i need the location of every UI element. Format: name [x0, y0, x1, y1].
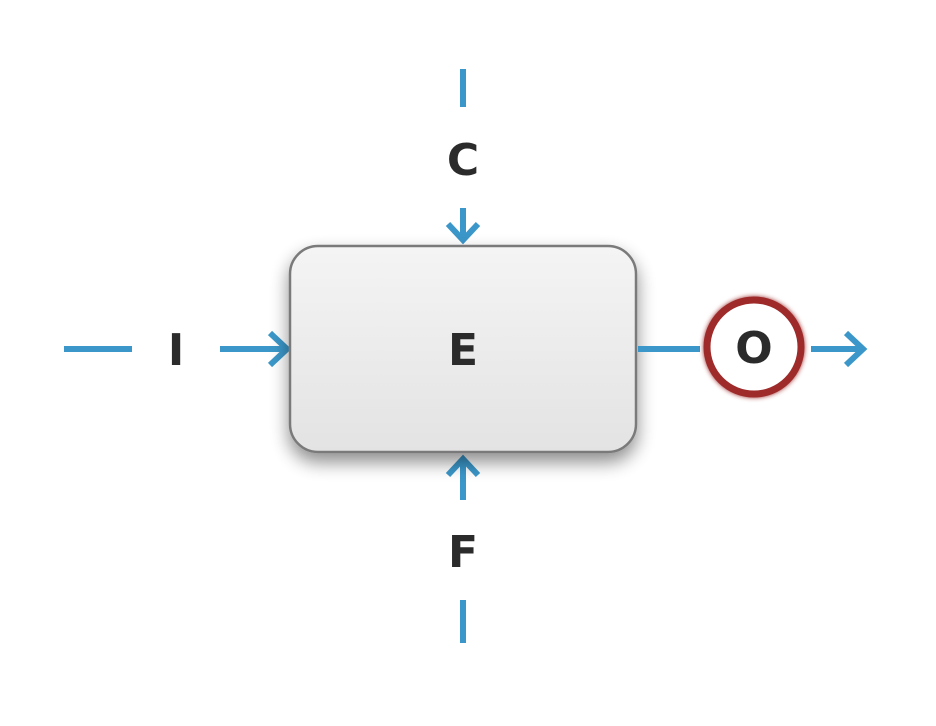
- center-label: E: [448, 325, 478, 376]
- center-box: [288, 244, 638, 454]
- output-label: O: [735, 323, 772, 374]
- bottom-label: F: [448, 527, 478, 578]
- left-label: I: [168, 325, 184, 376]
- top-arrow-head: [445, 221, 481, 245]
- output-circle: [703, 296, 805, 398]
- top-label: C: [447, 135, 479, 186]
- output-arrow-head: [843, 330, 868, 368]
- left-arrow-head: [267, 330, 292, 368]
- bottom-arrow-head: [445, 454, 481, 478]
